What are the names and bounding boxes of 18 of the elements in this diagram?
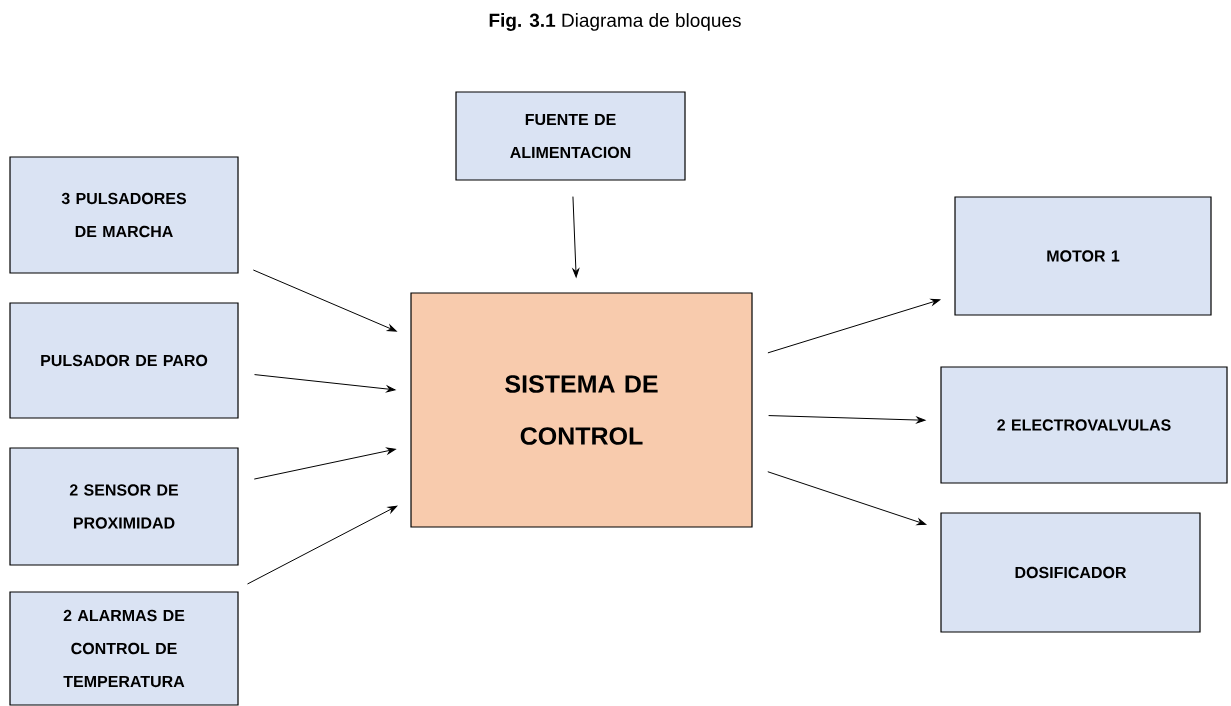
block-box: 2 SENSOR DE PROXIMIDAD [9, 447, 239, 566]
arrow [247, 505, 398, 585]
arrow [572, 196, 580, 278]
arrow [768, 415, 926, 424]
block-box: FUENTE DE ALIMENTACION [455, 91, 686, 181]
arrow [253, 447, 396, 480]
block-box: DOSIFICADOR [940, 512, 1201, 633]
arrow [767, 298, 941, 354]
block-box: MOTOR 1 [954, 196, 1212, 316]
block-box: PULSADOR DE PARO [9, 302, 239, 419]
arrow [767, 471, 927, 526]
block-box: 2 ALARMAS DE CONTROL DE TEMPERATURA [9, 591, 239, 706]
control-box: SISTEMA DE CONTROL [410, 292, 753, 528]
arrow [252, 269, 397, 332]
block-box: 2 ELECTROVALVULAS [940, 366, 1228, 484]
arrow [254, 374, 396, 393]
block-box: 3 PULSADORES DE MARCHA [9, 156, 239, 274]
figure-title: Fig. 3.1 Diagrama de bloques [489, 13, 741, 31]
